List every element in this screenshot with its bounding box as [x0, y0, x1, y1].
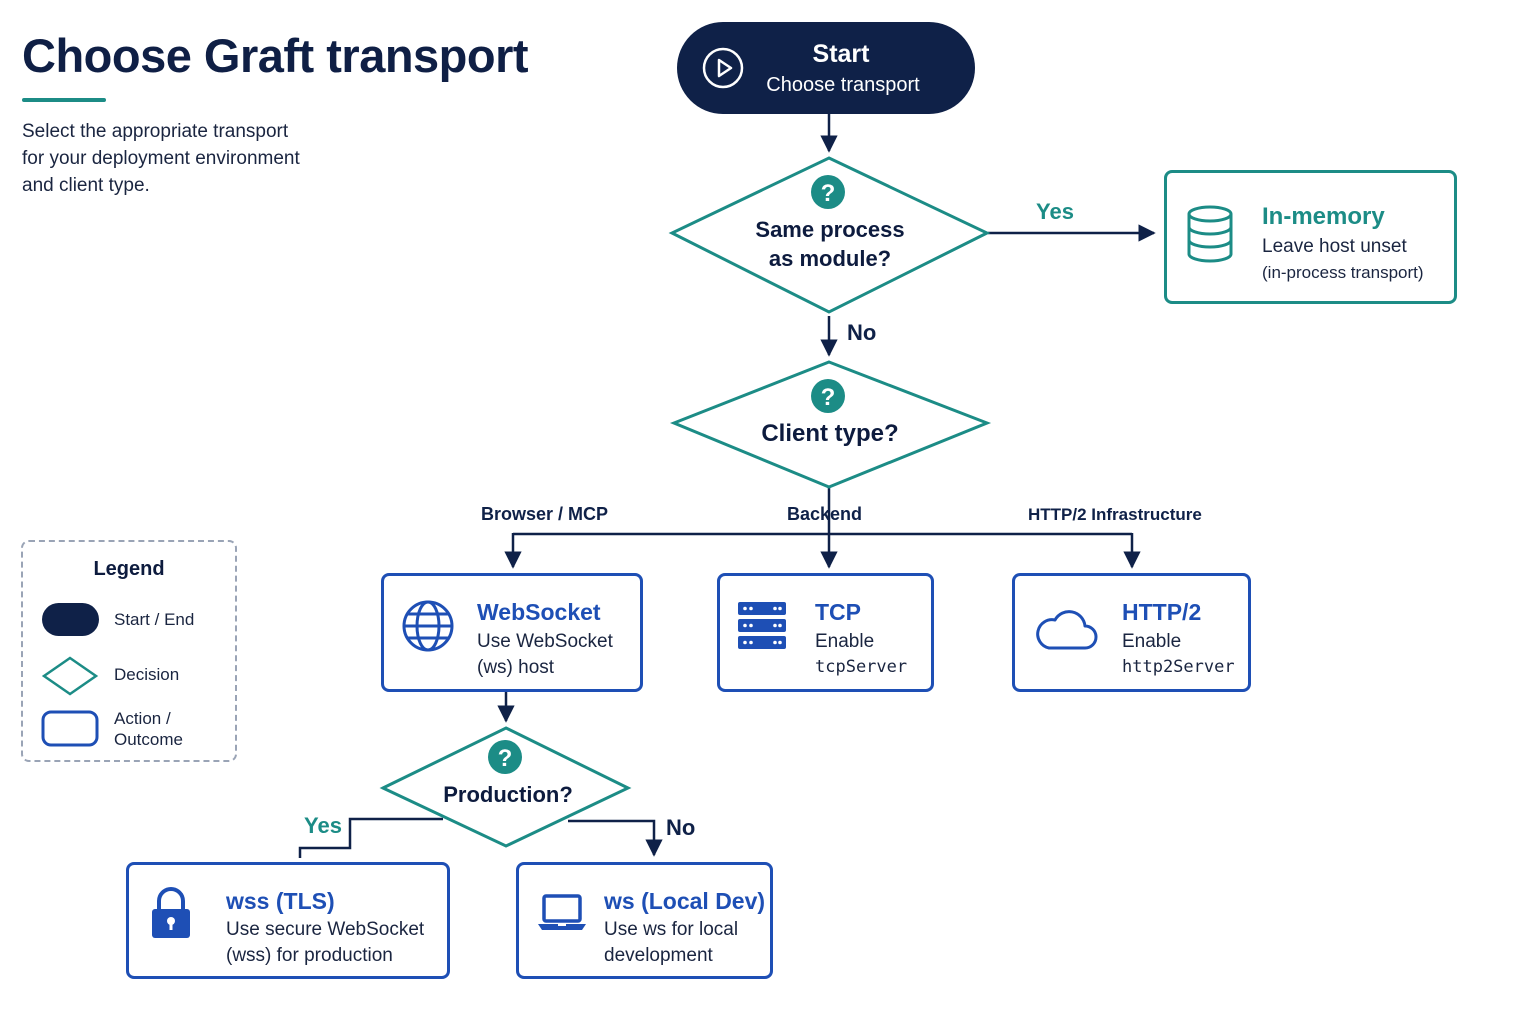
legend-line: Outcome	[114, 730, 183, 749]
outcome-title: WebSocket	[477, 599, 601, 625]
legend-rect-swatch	[41, 710, 99, 747]
edge-label-backend: Backend	[787, 504, 863, 524]
outcome-line: Leave host unset	[1262, 236, 1407, 257]
legend-line: Action /	[114, 709, 171, 728]
edge-production-no	[568, 819, 663, 857]
edge-label-production-yes: Yes	[304, 813, 342, 838]
outcome-line: Enable	[815, 631, 875, 652]
question-icon: ?	[488, 740, 522, 774]
outcome-http2: HTTP/2 Enable http2Server	[1012, 573, 1251, 692]
subtitle-line: Select the appropriate transport	[22, 121, 289, 142]
outcome-line: Enable	[1122, 631, 1182, 652]
decision-line: Client type?	[761, 420, 899, 447]
outcome-title: TCP	[815, 599, 861, 625]
outcome-line: (wss) for production	[226, 945, 393, 966]
lock-icon	[152, 887, 190, 938]
legend-label-action-outcome: Action / Outcome	[114, 708, 183, 750]
decision-same-process-label: Same process as module?	[700, 215, 960, 273]
cloud-icon	[1036, 610, 1098, 650]
svg-text:?: ?	[821, 180, 836, 207]
outcome-title: wss (TLS)	[226, 888, 335, 914]
outcome-title: ws (Local Dev)	[604, 888, 766, 914]
edge-label-browser-mcp: Browser / MCP	[481, 504, 609, 524]
edge-production-yes	[298, 817, 443, 858]
outcome-tcp: TCP Enable tcpServer	[717, 573, 934, 692]
title-underline	[22, 98, 106, 102]
decision-same-process-shape	[668, 156, 991, 314]
outcome-in-memory: In-memory Leave host unset (in-process t…	[1164, 170, 1457, 304]
outcome-wss-tls: wss (TLS) Use secure WebSocket (wss) for…	[126, 862, 450, 979]
page-title: Choose Graft transport	[22, 29, 529, 82]
start-node: Start Choose transport	[677, 22, 975, 114]
legend-line: Start / End	[114, 610, 195, 629]
decision-client-type-shape	[669, 360, 992, 489]
edge-label-http2-infrastructure: HTTP/2 Infrastructure	[1028, 505, 1202, 524]
svg-text:?: ?	[498, 745, 513, 772]
decision-line: Production?	[443, 782, 573, 807]
edge-label-production-no: No	[666, 815, 696, 840]
legend-title: Legend	[93, 558, 165, 580]
edge-label-no: No	[847, 320, 877, 345]
decision-line: Same process	[755, 217, 905, 242]
outcome-line: http2Server	[1122, 657, 1235, 677]
outcome-line: (in-process transport)	[1262, 263, 1424, 282]
subtitle-line: and client type.	[22, 175, 150, 196]
outcome-line: tcpServer	[815, 657, 908, 677]
server-icon	[738, 602, 786, 649]
legend-label-start-end: Start / End	[114, 609, 194, 630]
legend-line: Decision	[114, 665, 180, 684]
start-title: Start	[812, 40, 870, 68]
decision-client-type-label: Client type?	[700, 420, 960, 448]
play-circle-icon	[702, 47, 744, 89]
outcome-line: Use ws for local	[604, 919, 739, 940]
question-icon: ?	[811, 175, 845, 209]
outcome-line: Use WebSocket	[477, 631, 613, 652]
decision-production-shape	[379, 726, 632, 848]
legend-label-decision: Decision	[114, 664, 179, 685]
outcome-websocket: WebSocket Use WebSocket (ws) host	[381, 573, 643, 692]
outcome-title: In-memory	[1262, 203, 1385, 230]
legend-pill-swatch	[42, 603, 99, 636]
globe-icon	[402, 600, 454, 652]
legend-diamond-swatch	[41, 656, 99, 696]
edge-label-yes: Yes	[1036, 199, 1074, 224]
decision-production-label: Production?	[408, 782, 608, 808]
outcome-ws-local-dev: ws (Local Dev) Use ws for local developm…	[516, 862, 773, 979]
outcome-line: Use secure WebSocket	[226, 919, 425, 940]
legend: Legend Start / End Decision Action / Out…	[21, 540, 237, 762]
outcome-line: (ws) host	[477, 657, 555, 678]
decision-line: as module?	[768, 246, 892, 271]
database-icon	[1187, 205, 1233, 263]
laptop-icon	[538, 894, 586, 930]
start-subtitle: Choose transport	[766, 74, 920, 96]
outcome-line: development	[604, 945, 713, 966]
question-icon: ?	[811, 379, 845, 413]
subtitle-line: for your deployment environment	[22, 148, 300, 169]
outcome-title: HTTP/2	[1122, 599, 1202, 625]
page-subtitle: Select the appropriate transport for you…	[22, 118, 352, 199]
svg-text:?: ?	[821, 384, 836, 411]
